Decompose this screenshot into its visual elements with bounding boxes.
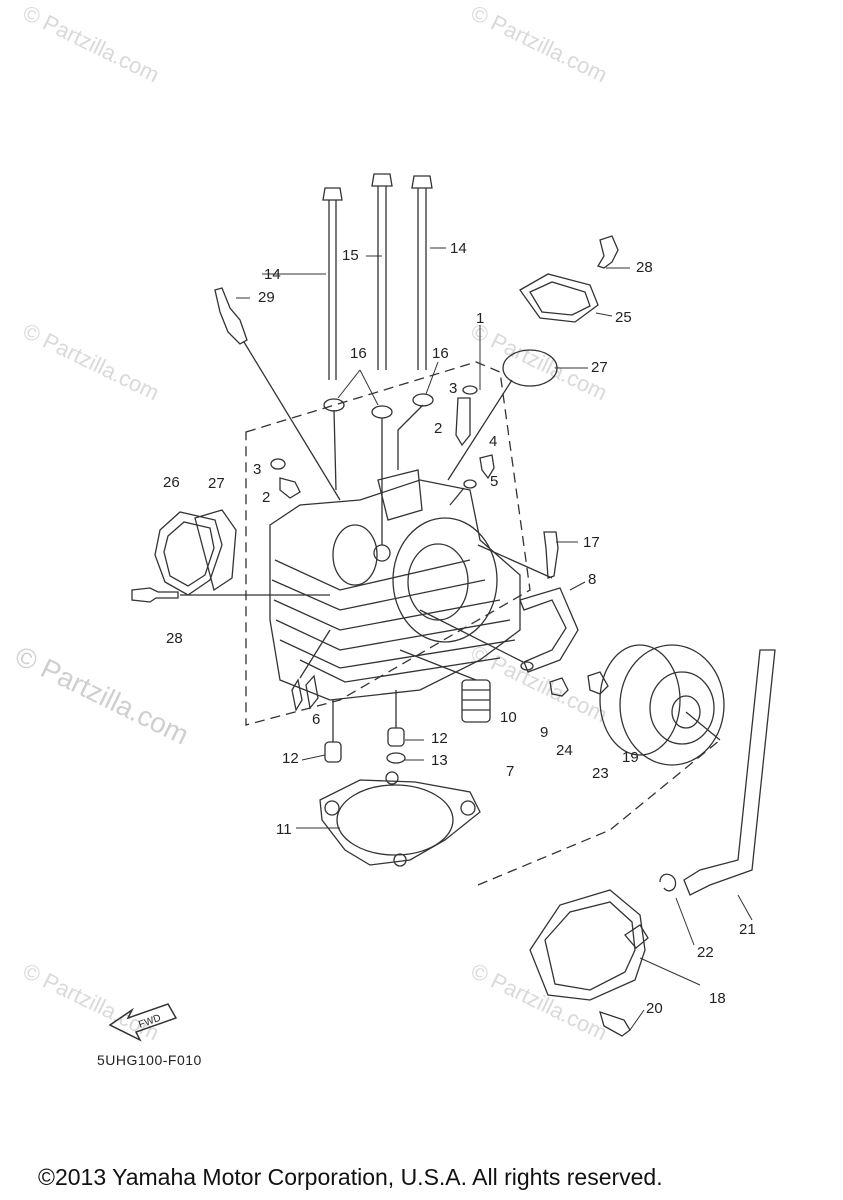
callout-27: 27 <box>208 475 225 492</box>
bolt-4 <box>479 454 495 480</box>
callout-22: 22 <box>697 944 714 961</box>
callout-1: 1 <box>476 310 485 327</box>
callout-25: 25 <box>615 309 632 326</box>
hose-21 <box>683 649 776 896</box>
valve-guide-2 <box>455 397 471 447</box>
callout-27: 27 <box>591 359 608 376</box>
washer-16 <box>323 398 345 412</box>
callout-19: 19 <box>622 749 639 766</box>
bolt-28-left <box>131 587 179 603</box>
clip-3 <box>462 385 478 395</box>
leader-lines <box>236 247 753 1031</box>
callout-5: 5 <box>490 473 499 490</box>
cover-18 <box>529 889 649 1001</box>
callout-12: 12 <box>282 750 299 767</box>
callout-2: 2 <box>434 420 443 437</box>
bolt-24 <box>587 671 609 695</box>
callout-10: 10 <box>500 709 517 726</box>
gasket-23 <box>599 644 681 756</box>
stud-6 <box>291 678 303 712</box>
bolt-14-right <box>411 175 433 370</box>
callout-23: 23 <box>592 765 609 782</box>
callout-8: 8 <box>588 571 597 588</box>
callout-14: 14 <box>450 240 467 257</box>
callout-13: 13 <box>431 752 448 769</box>
dowel-12 <box>324 741 342 763</box>
cylinder-head-body <box>269 469 521 701</box>
washer-16 <box>371 405 393 419</box>
callout-15: 15 <box>342 247 359 264</box>
callout-3: 3 <box>449 380 458 397</box>
callout-18: 18 <box>709 990 726 1007</box>
callout-14: 14 <box>264 266 281 283</box>
cover-26 <box>154 511 223 596</box>
bolt-20 <box>599 1010 631 1037</box>
callout-12: 12 <box>431 730 448 747</box>
callout-28: 28 <box>166 630 183 647</box>
assembly-boundary <box>245 361 531 726</box>
callout-16: 16 <box>432 345 449 362</box>
bolt-15 <box>371 173 393 370</box>
callout-20: 20 <box>646 1000 663 1017</box>
fwd-group-boundary <box>477 739 721 886</box>
fwd-label: FWD <box>137 1013 162 1031</box>
clip-22 <box>659 873 677 892</box>
cover-19 <box>619 644 725 766</box>
diagram-code: 5UHG100-F010 <box>97 1052 202 1068</box>
callout-21: 21 <box>739 921 756 938</box>
callout-9: 9 <box>540 724 549 741</box>
washer-10 <box>520 661 534 671</box>
o-ring-13 <box>386 752 406 764</box>
dowel-12 <box>387 727 405 747</box>
washer-16 <box>412 393 434 407</box>
callout-16: 16 <box>350 345 367 362</box>
fwd-arrow-icon <box>108 1003 178 1042</box>
valve-guide-2 <box>279 477 301 499</box>
spring-7 <box>399 649 491 723</box>
stud-6 <box>305 674 319 710</box>
callout-6: 6 <box>312 711 321 728</box>
copyright-notice: ©2013 Yamaha Motor Corporation, U.S.A. A… <box>38 1164 663 1190</box>
cover-25 <box>519 273 599 323</box>
callout-2: 2 <box>262 489 271 506</box>
callout-3: 3 <box>253 461 262 478</box>
head-gasket-11 <box>319 771 481 867</box>
gasket-8 <box>519 587 579 673</box>
bolt-17 <box>543 531 559 579</box>
bolt-28 <box>597 235 619 269</box>
bolt-9 <box>549 677 569 697</box>
washer-5 <box>463 479 477 489</box>
callout-4: 4 <box>489 433 498 450</box>
callout-29: 29 <box>258 289 275 306</box>
spark-plug-29 <box>214 287 341 501</box>
callout-28: 28 <box>636 259 653 276</box>
callout-24: 24 <box>556 742 573 759</box>
bolt-14-left <box>322 187 343 380</box>
gasket-27-left <box>194 509 237 592</box>
callout-11: 11 <box>276 821 292 838</box>
callout-17: 17 <box>583 534 600 551</box>
callout-7: 7 <box>506 763 515 780</box>
clip-3 <box>270 458 286 470</box>
callout-26: 26 <box>163 474 180 491</box>
